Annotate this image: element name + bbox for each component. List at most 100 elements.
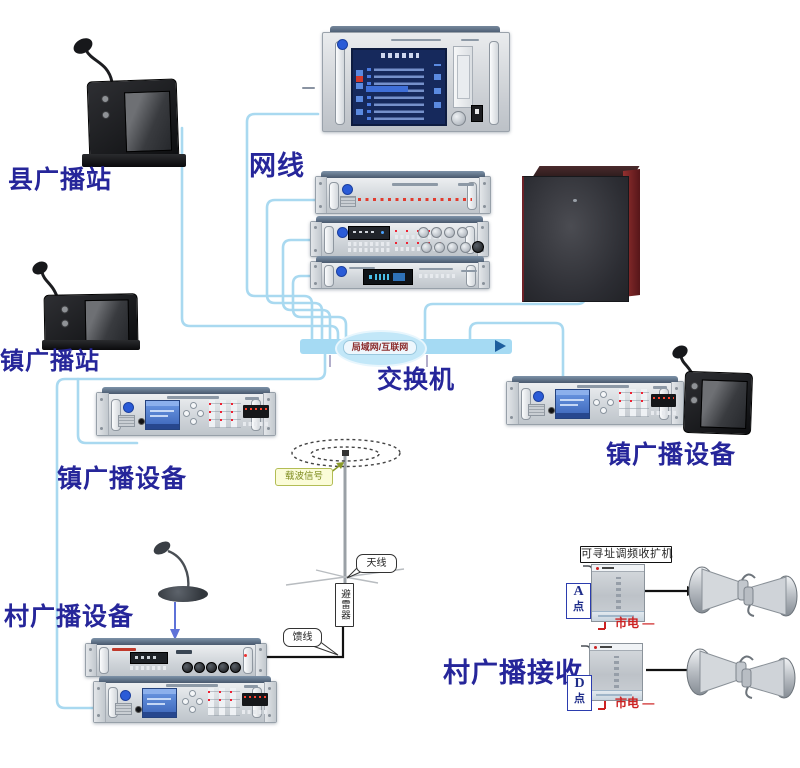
rack-title-bar [166, 684, 218, 687]
grid-led-row [209, 403, 241, 405]
wire-rack2-to-lan [281, 238, 332, 344]
label-county-station: 县广播站 [8, 167, 113, 194]
nav-button-right [196, 698, 203, 705]
server-model-bar [461, 39, 479, 41]
screen-toolbar [381, 53, 419, 58]
point-a-letter: A [573, 584, 584, 599]
fm-display [130, 652, 168, 664]
rack-ear [507, 382, 519, 424]
receiver-box-a [591, 564, 645, 622]
fm-knob [194, 662, 205, 673]
label-village-equipment: 村广播设备 [4, 604, 135, 631]
screen-list-bullets [367, 66, 371, 120]
console-body [682, 370, 754, 436]
town-ip-adapter-right [506, 376, 684, 425]
receiver-bottom-strip [590, 690, 642, 700]
lcd-header [556, 390, 589, 395]
carrier-wave-inner-ellipse [310, 446, 380, 462]
server-chassis [322, 32, 510, 132]
strip-buttons [651, 411, 676, 415]
fm-led [244, 654, 247, 657]
console-button [60, 305, 69, 314]
amp-buttons [348, 248, 390, 252]
lcd-header [143, 689, 176, 694]
rack-bevel [316, 216, 483, 223]
village-mic-gooseneck [167, 549, 190, 591]
cabinet-speaker [522, 166, 640, 302]
point-a-word: 点 [573, 601, 584, 613]
amp-knob [457, 227, 468, 238]
horn-speakers-d [686, 648, 796, 699]
grid-led-row [619, 400, 649, 402]
amp-knob [421, 242, 432, 253]
grid-led-row [208, 699, 240, 701]
speaker-front-grille [522, 176, 629, 302]
rack-ear [311, 222, 322, 256]
nav-button-up [189, 690, 196, 697]
fm-logo-bar [176, 650, 192, 654]
strip-buttons [242, 710, 268, 714]
grid-led-row [208, 691, 240, 693]
rack-lcd [555, 389, 590, 419]
network-category-server-rack [315, 171, 491, 214]
rack-title-bar [577, 385, 629, 388]
callout-antenna: 天线 [356, 554, 397, 573]
rack-lcd [145, 400, 180, 430]
fm-knob [206, 662, 217, 673]
server-power-switch [471, 105, 483, 122]
callout-carrier-signal: 载波信号 [275, 468, 333, 486]
screen-list-lines [374, 66, 424, 120]
antenna-radial [315, 569, 346, 578]
console-screen [700, 379, 748, 429]
wire-rack3-to-lan [291, 274, 348, 344]
rack-vent [118, 415, 135, 427]
mains-label-a: 市电 — [615, 616, 655, 630]
led-strip [243, 405, 269, 418]
amplifier-rack [310, 216, 489, 257]
server-handle [489, 41, 499, 125]
mains-label-d: 市电 — [615, 696, 655, 710]
broadcast-server [322, 26, 510, 132]
label-village-reception: 村广播接收 [443, 658, 583, 688]
rack-vent [528, 404, 545, 416]
server-title-bar [391, 39, 441, 41]
town-ip-adapter-left [96, 387, 276, 436]
callout-feeder: 馈线 [283, 628, 322, 647]
rack-bevel [91, 638, 261, 645]
nav-button-left [183, 410, 190, 417]
antenna-radial [344, 576, 379, 584]
rack-logo [533, 391, 544, 402]
right-mic-capsule [672, 345, 688, 359]
grid-led-row [209, 419, 241, 421]
rack-handle [243, 647, 253, 674]
rack-ear [478, 262, 489, 288]
rack-logo [123, 402, 134, 413]
lcd-footer [143, 712, 176, 717]
server-screen [351, 48, 447, 126]
amp-master-knob [472, 241, 484, 253]
wire-lan-to-right-rack [468, 321, 565, 382]
rack-title-bar [167, 396, 219, 399]
console-button [101, 94, 110, 104]
receiver-top-strip [590, 644, 642, 651]
amp-knob [447, 242, 458, 253]
town-paging-console [30, 258, 142, 354]
receiver-title-box: 可寻址调频收扩机 [580, 546, 673, 563]
rack-ear [86, 644, 97, 676]
carrier-wave-outer-ellipse [291, 438, 401, 468]
town-paging-console-right [672, 344, 754, 436]
led-strip [242, 693, 268, 706]
rack-ear [255, 644, 266, 676]
point-a-badge: A 点 [566, 583, 591, 619]
antenna-feed-knot [342, 450, 349, 456]
led-strip [651, 394, 676, 407]
rack-handle [467, 182, 477, 210]
nav-button-down [190, 418, 197, 425]
receiver-vertical-text [616, 577, 621, 609]
rack-logo [342, 184, 353, 195]
point-d-badge: D 点 [567, 675, 592, 711]
console-button [101, 110, 110, 120]
screen-alert-icon [356, 76, 363, 82]
server-logo [337, 39, 348, 50]
